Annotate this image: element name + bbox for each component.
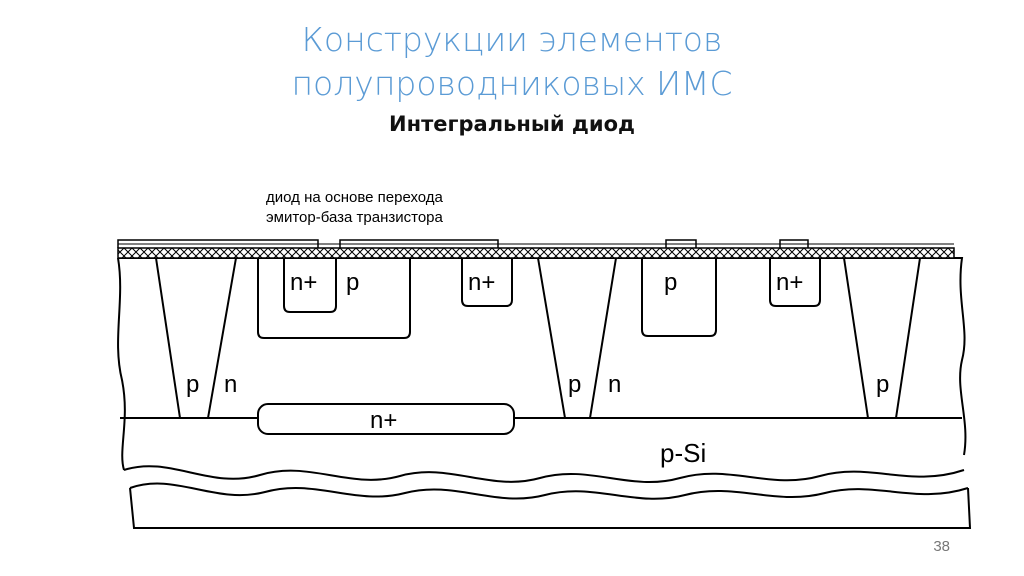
label-isolation-p-right: p bbox=[876, 371, 889, 398]
label-right-n-plus: n+ bbox=[776, 269, 803, 296]
substrate-bottom bbox=[129, 487, 972, 529]
label-substrate-p-si: p-Si bbox=[660, 438, 706, 468]
annotation-line-2: эмитор-база транзистора bbox=[266, 209, 444, 226]
break-line-top bbox=[123, 465, 965, 484]
n-plus-contact-right bbox=[769, 258, 821, 307]
label-isolation-p-left: p bbox=[186, 371, 199, 398]
p-region-right bbox=[641, 258, 717, 337]
isolation-p-middle bbox=[537, 257, 617, 419]
label-right-p: p bbox=[664, 269, 677, 296]
oxide-layer bbox=[117, 247, 955, 259]
title-line-2: полупроводниковых ИМС bbox=[291, 64, 733, 103]
substrate-outline bbox=[117, 257, 967, 471]
annotation-line-1: диод на основе перехода bbox=[266, 189, 444, 206]
emitter-n-plus-left bbox=[283, 258, 337, 313]
isolation-p-right bbox=[843, 257, 921, 419]
label-base-p: p bbox=[346, 269, 359, 296]
isolation-p-left bbox=[155, 257, 237, 419]
label-emitter-n-plus: n+ bbox=[290, 269, 317, 296]
label-isolation-p-middle: p bbox=[568, 371, 581, 398]
label-buried-n-plus: n+ bbox=[370, 407, 397, 434]
label-pocket-n-right: n bbox=[608, 371, 621, 398]
break-line-bottom bbox=[129, 482, 969, 500]
title-line-1: Конструкции элементов bbox=[301, 20, 723, 59]
page-number: 38 bbox=[933, 538, 950, 555]
collector-contact-n-plus bbox=[461, 258, 513, 307]
base-region-left bbox=[257, 258, 411, 339]
subtitle: Интегральный диод bbox=[389, 112, 635, 136]
label-pocket-n-left: n bbox=[224, 371, 237, 398]
label-collector-n-plus: n+ bbox=[468, 269, 495, 296]
buried-n-plus-layer bbox=[257, 403, 515, 435]
